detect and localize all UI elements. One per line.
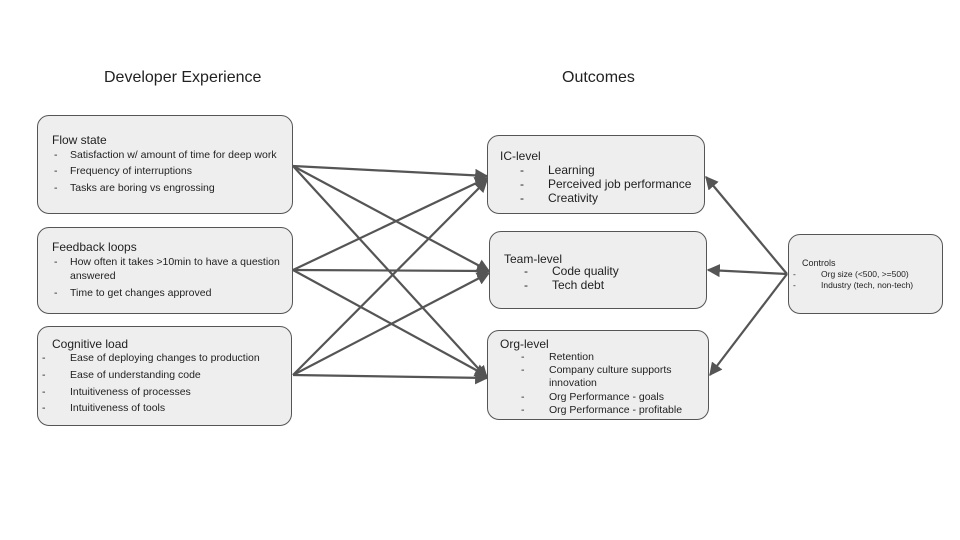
bullet-dash: -	[42, 402, 46, 414]
list-item-text: Frequency of interruptions	[70, 165, 192, 177]
cognitive-load-title: Cognitive load	[52, 337, 129, 351]
bullet-dash: -	[521, 351, 525, 363]
bullet-dash: -	[521, 404, 525, 416]
list-item-text: Tech debt	[552, 278, 605, 292]
flow-state-title: Flow state	[52, 133, 107, 147]
list-item-text: Learning	[548, 163, 595, 177]
bullet-dash: -	[521, 391, 525, 403]
bullet-dash: -	[54, 165, 58, 177]
bullet-dash: -	[793, 280, 796, 290]
controls-box: Controls - Org size (<500, >=500) - Indu…	[788, 234, 943, 314]
team-level-title: Team-level	[504, 252, 563, 266]
ic-level-title: IC-level	[500, 149, 541, 163]
list-item-text: Satisfaction w/ amount of time for deep …	[70, 149, 277, 161]
list-item-text: Code quality	[552, 264, 619, 278]
list-item-text: Time to get changes approved	[70, 287, 212, 299]
list-item-text: Org Performance - profitable	[549, 404, 683, 416]
list-item-text-continued: answered	[70, 270, 116, 282]
bullet-dash: -	[793, 269, 796, 279]
org-level-title: Org-level	[500, 337, 549, 351]
list-item-text: Org Performance - goals	[549, 391, 664, 403]
arrow-controls-to-ic	[705, 175, 788, 275]
feedback-loops-title: Feedback loops	[52, 240, 137, 254]
arrow-controls-to-org	[709, 273, 788, 377]
list-item-text: Intuitiveness of tools	[70, 402, 166, 414]
list-item-text: Org size (<500, >=500)	[821, 269, 909, 279]
bullet-dash: -	[54, 182, 58, 194]
flow-state-box: Flow state - Satisfaction w/ amount of t…	[37, 115, 293, 214]
arrow-flow-to-team	[292, 165, 491, 272]
arrow-cognitive-to-ic	[292, 179, 488, 376]
list-item-text: Retention	[549, 351, 594, 363]
cognitive-load-box: Cognitive load - Ease of deploying chang…	[37, 326, 292, 426]
arrow-flow-to-ic	[292, 164, 489, 182]
org-level-box: Org-level - Retention - Company culture …	[487, 330, 709, 420]
list-item-text-continued: innovation	[549, 377, 597, 389]
list-item-text: Intuitiveness of processes	[70, 386, 191, 398]
arrow-feedback-to-ic	[292, 177, 489, 271]
arrow-feedback-to-team	[292, 264, 491, 278]
heading-developer-experience: Developer Experience	[104, 69, 262, 86]
bullet-dash: -	[521, 364, 525, 376]
bullet-dash: -	[524, 264, 528, 278]
arrow-controls-to-team	[706, 264, 788, 278]
list-item-text: Tasks are boring vs engrossing	[70, 182, 215, 194]
team-level-box: Team-level - Code quality - Tech debt	[489, 231, 707, 309]
bullet-dash: -	[524, 278, 528, 292]
heading-outcomes: Outcomes	[562, 69, 635, 86]
bullet-dash: -	[520, 191, 524, 205]
bullet-dash: -	[520, 163, 524, 177]
bullet-dash: -	[42, 386, 46, 398]
list-item-text: Ease of understanding code	[70, 369, 201, 381]
bullet-dash: -	[54, 149, 58, 161]
controls-title: Controls	[802, 258, 836, 268]
list-item-text: How often it takes >10min to have a ques…	[70, 256, 280, 268]
list-item-text: Industry (tech, non-tech)	[821, 280, 914, 290]
bullet-dash: -	[54, 287, 58, 299]
bullet-dash: -	[42, 352, 46, 364]
bullet-dash: -	[520, 177, 524, 191]
list-item-text: Ease of deploying changes to production	[70, 352, 260, 364]
bullet-dash: -	[42, 369, 46, 381]
arrow-feedback-to-org	[292, 269, 489, 377]
feedback-loops-box: Feedback loops - How often it takes >10m…	[37, 227, 293, 314]
list-item-text: Perceived job performance	[548, 177, 692, 191]
arrow-cognitive-to-org	[292, 371, 489, 385]
arrow-cognitive-to-team	[292, 272, 491, 376]
list-item-text: Company culture supports	[549, 364, 672, 376]
bullet-dash: -	[54, 256, 58, 268]
ic-level-box: IC-level - Learning - Perceived job perf…	[487, 135, 705, 214]
arrow-flow-to-org	[292, 165, 488, 379]
list-item-text: Creativity	[548, 191, 599, 205]
